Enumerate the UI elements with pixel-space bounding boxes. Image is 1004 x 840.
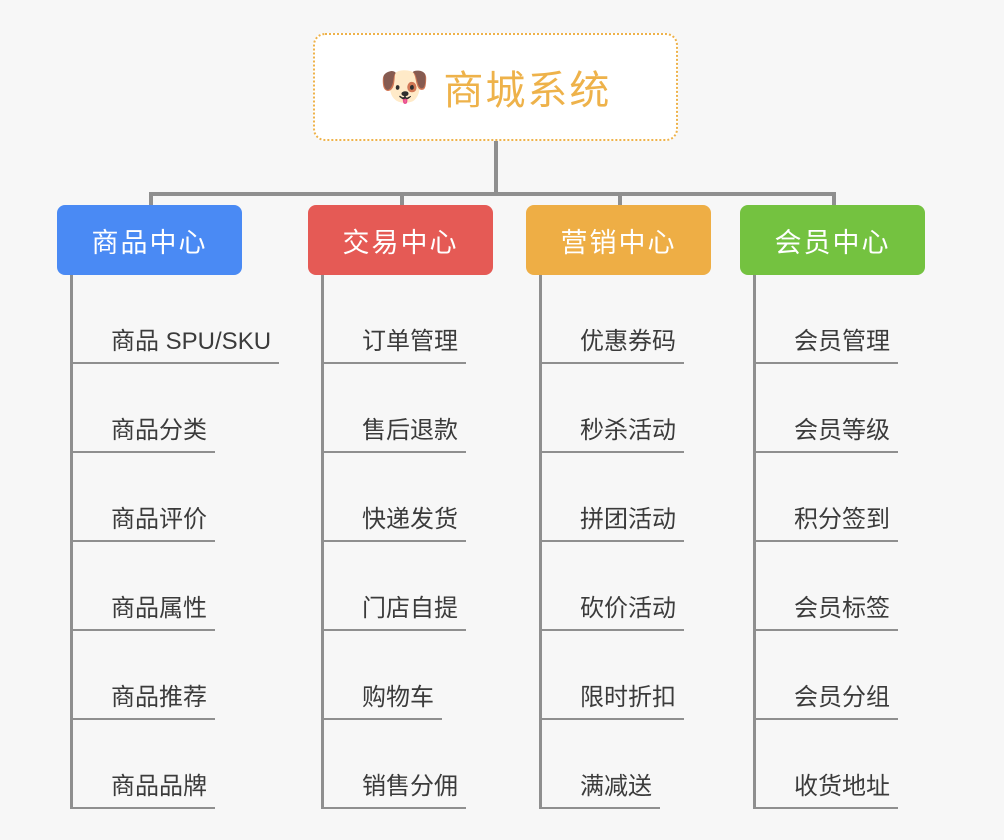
leaf-label: 优惠券码 [542,330,684,364]
leaf-label: 收货地址 [756,775,898,809]
leaf-item[interactable]: 优惠券码 [539,275,684,364]
leaf-label: 商品品牌 [73,775,215,809]
leaf-label: 会员分组 [756,686,898,720]
leaf-item[interactable]: 销售分佣 [321,720,466,809]
leaf-item[interactable]: 会员分组 [753,631,898,720]
leaf-label: 购物车 [324,686,442,720]
leaf-item[interactable]: 商品 SPU/SKU [70,275,280,364]
leaf-item[interactable]: 售后退款 [321,364,466,453]
leaf-column-3: 会员管理 会员等级 积分签到 会员标签 会员分组 收货地址 [753,275,898,809]
root-title: 商城系统 [443,69,612,113]
leaf-label: 限时折扣 [542,686,684,720]
leaf-item[interactable]: 会员标签 [753,542,898,631]
leaf-item[interactable]: 满减送 [539,720,684,809]
leaf-label: 砍价活动 [542,597,684,631]
leaf-item[interactable]: 购物车 [321,631,466,720]
leaf-label: 订单管理 [324,330,466,364]
leaf-item[interactable]: 门店自提 [321,542,466,631]
leaf-item[interactable]: 秒杀活动 [539,364,684,453]
category-label: 会员中心 [774,227,891,258]
leaf-label: 秒杀活动 [542,419,684,453]
category-label: 营销中心 [560,227,677,258]
category-box-3[interactable]: 会员中心 [740,205,925,275]
leaf-label: 会员等级 [756,419,898,453]
leaf-item[interactable]: 商品品牌 [70,720,279,809]
category-box-0[interactable]: 商品中心 [57,205,242,275]
connector-horizontal-bus [149,192,836,196]
category-label: 商品中心 [91,227,208,258]
leaf-label: 商品 SPU/SKU [73,330,280,364]
connector-drop-2 [400,192,404,210]
leaf-item[interactable]: 商品分类 [70,364,279,453]
leaf-item[interactable]: 砍价活动 [539,542,684,631]
leaf-label: 商品分类 [73,419,215,453]
leaf-label: 商品评价 [73,508,215,542]
connector-drop-1 [149,192,153,210]
root-node[interactable]: 🐶 商城系统 [313,33,678,141]
connector-drop-4 [832,192,836,210]
connector-drop-3 [618,192,622,210]
leaf-item[interactable]: 商品属性 [70,542,279,631]
leaf-label: 商品推荐 [73,686,215,720]
leaf-label: 快递发货 [324,508,466,542]
leaf-label: 会员标签 [756,597,898,631]
leaf-label: 会员管理 [756,330,898,364]
leaf-item[interactable]: 商品评价 [70,453,279,542]
leaf-label: 拼团活动 [542,508,684,542]
leaf-item[interactable]: 限时折扣 [539,631,684,720]
leaf-item[interactable]: 会员管理 [753,275,898,364]
leaf-column-2: 优惠券码 秒杀活动 拼团活动 砍价活动 限时折扣 满减送 [539,275,684,809]
category-box-2[interactable]: 营销中心 [526,205,711,275]
dog-face-icon: 🐶 [379,65,430,109]
leaf-label: 售后退款 [324,419,466,453]
leaf-item[interactable]: 拼团活动 [539,453,684,542]
leaf-item[interactable]: 积分签到 [753,453,898,542]
connector-root-stem [494,141,498,194]
leaf-item[interactable]: 商品推荐 [70,631,279,720]
leaf-label: 商品属性 [73,597,215,631]
leaf-item[interactable]: 订单管理 [321,275,466,364]
leaf-column-0: 商品 SPU/SKU 商品分类 商品评价 商品属性 商品推荐 商品品牌 [70,275,280,809]
leaf-label: 销售分佣 [324,775,466,809]
leaf-item[interactable]: 快递发货 [321,453,466,542]
leaf-label: 满减送 [542,775,660,809]
leaf-item[interactable]: 会员等级 [753,364,898,453]
category-box-1[interactable]: 交易中心 [308,205,493,275]
leaf-column-1: 订单管理 售后退款 快递发货 门店自提 购物车 销售分佣 [321,275,466,809]
leaf-label: 积分签到 [756,508,898,542]
leaf-label: 门店自提 [324,597,466,631]
category-label: 交易中心 [342,227,459,258]
leaf-item[interactable]: 收货地址 [753,720,898,809]
